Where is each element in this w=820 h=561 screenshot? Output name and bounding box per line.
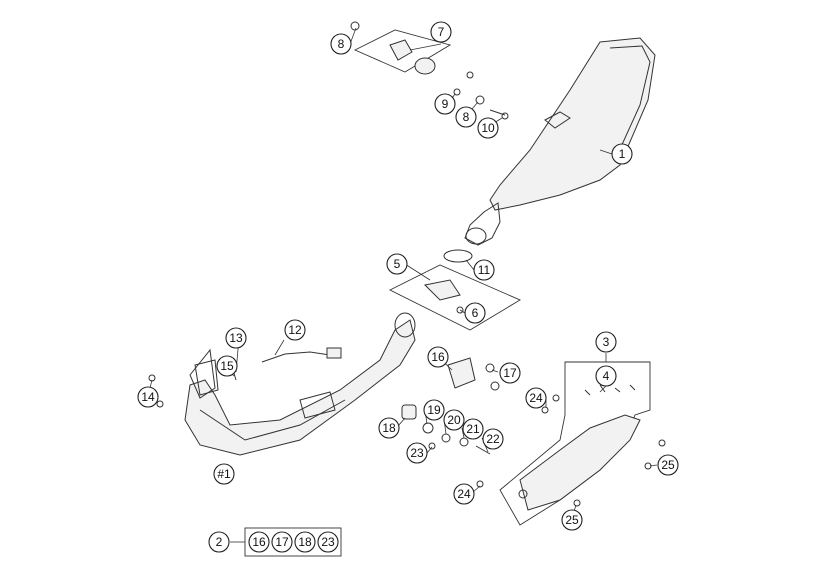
kit-2-item-18: 18	[294, 531, 316, 553]
callout-8-lower: 8	[455, 106, 477, 128]
callout-5: 5	[386, 253, 408, 275]
callout-label: 19	[427, 403, 441, 417]
callout-label: #1	[217, 467, 231, 481]
callout-19: 19	[423, 399, 445, 421]
gasket-part	[443, 249, 473, 263]
kit-2-box	[244, 527, 342, 557]
callout-label: 15	[220, 359, 234, 373]
callout-label: 12	[288, 323, 302, 337]
callout-24-lower: 24	[453, 483, 475, 505]
callout-label: 1	[619, 147, 626, 161]
rubber-mount-parts	[401, 404, 491, 455]
callout-label: 20	[447, 413, 461, 427]
muffler-part	[464, 37, 656, 246]
callout-16: 16	[427, 346, 449, 368]
callout-4: 4	[595, 365, 617, 387]
callout-label: 24	[457, 487, 471, 501]
callout-3: 3	[595, 331, 617, 353]
callout-21: 21	[462, 418, 484, 440]
callout-label: 3	[603, 335, 610, 349]
callout-6: 6	[464, 302, 486, 324]
bolt-hardware	[453, 71, 509, 120]
callout-12: 12	[284, 319, 306, 341]
kit-item-label: 23	[321, 535, 335, 549]
heat-shield-kit	[499, 361, 651, 526]
callout-label: 2	[216, 535, 223, 549]
callout-label: 10	[481, 121, 495, 135]
callout-label: 25	[661, 458, 675, 472]
callout-label: 22	[486, 432, 500, 446]
callout-label: 6	[472, 306, 479, 320]
callout-11: 11	[473, 259, 495, 281]
callout-label: 17	[503, 366, 517, 380]
callout-7: 7	[430, 21, 452, 43]
callout-13: 13	[225, 327, 247, 349]
header-pipe	[184, 312, 416, 456]
callout-label: 14	[141, 390, 155, 404]
callout-24: 24	[525, 387, 547, 409]
kit-item-label: 17	[275, 535, 289, 549]
kit-2-item-16: 16	[248, 531, 270, 553]
callout-label: 25	[565, 513, 579, 527]
kit-2-item-23: 23	[317, 531, 339, 553]
callout-label: 24	[529, 391, 543, 405]
callout-8: 8	[330, 33, 352, 55]
callout-10: 10	[477, 117, 499, 139]
callout-22: 22	[482, 428, 504, 450]
callout-label: 21	[466, 422, 480, 436]
callout-label: 9	[442, 97, 449, 111]
callout-label: 23	[410, 446, 424, 460]
callout-label: 11	[478, 263, 491, 277]
kit-item-label: 16	[252, 535, 266, 549]
kit-item-label: 18	[298, 535, 312, 549]
callout-14: 14	[137, 386, 159, 408]
callout-25: 25	[657, 454, 679, 476]
callout-label: 16	[431, 350, 445, 364]
callout-15: 15	[216, 355, 238, 377]
callout-label: 5	[394, 257, 401, 271]
lambda-sensor	[261, 347, 342, 363]
callout-label: 7	[438, 25, 445, 39]
callout-23: 23	[406, 442, 428, 464]
callout-17: 17	[499, 362, 521, 384]
callout-label: 18	[382, 421, 396, 435]
callout-18: 18	[378, 417, 400, 439]
callout-header-1: #1	[213, 463, 235, 485]
callout-label: 13	[229, 331, 243, 345]
callout-2: 2	[208, 531, 230, 553]
clamp-part	[447, 357, 500, 391]
callout-9: 9	[434, 93, 456, 115]
kit-2-item-17: 17	[271, 531, 293, 553]
callout-1: 1	[611, 143, 633, 165]
sensor-kit	[388, 264, 521, 331]
callout-label: 8	[463, 110, 470, 124]
callout-25-lower: 25	[561, 509, 583, 531]
callout-20: 20	[443, 409, 465, 431]
callout-label: 4	[603, 369, 610, 383]
bracket-kit	[350, 21, 452, 75]
callout-label: 8	[338, 37, 345, 51]
